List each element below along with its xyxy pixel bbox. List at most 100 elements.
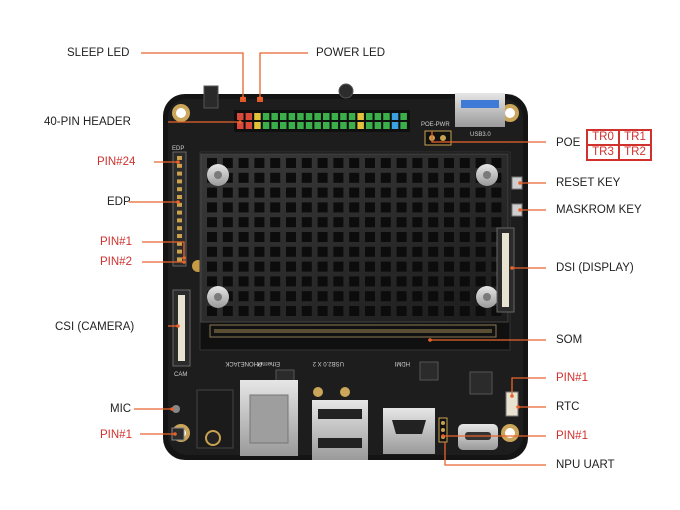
label-dsi: DSI (DISPLAY) xyxy=(556,262,634,274)
heatsink-fin-gap xyxy=(349,217,360,228)
heatsink-fin-gap xyxy=(254,172,265,183)
heatsink-fin-gap xyxy=(365,172,375,183)
heatsink-fin-gap xyxy=(270,246,281,257)
silk-usb2: USB2.0 X 2 xyxy=(312,360,344,366)
heatsink-fin-gap xyxy=(238,187,249,198)
heatsink-fin-gap xyxy=(428,172,439,183)
heatsink-fin-gap xyxy=(286,276,296,287)
heatsink-fin-gap xyxy=(317,232,328,242)
silk-hdmi: HDMI xyxy=(394,360,410,366)
heatsink-fin-gap xyxy=(238,246,249,257)
heatsink-fin-gap xyxy=(380,246,391,257)
heatsink-fin-gap xyxy=(222,187,233,198)
heatsink-fin-gap xyxy=(222,232,233,242)
heatsink-fin-gap xyxy=(349,202,360,213)
heatsink-fin-gap xyxy=(286,187,296,198)
heatsink-fin-gap xyxy=(270,202,281,213)
heatsink-fin-gap xyxy=(412,172,423,183)
gpio-pin xyxy=(383,113,390,120)
heatsink-fin-gap xyxy=(380,306,391,316)
heatsink-fin-gap xyxy=(428,232,439,242)
gpio-pin xyxy=(374,122,382,129)
edp-pin xyxy=(177,171,182,176)
gpio-pin xyxy=(280,122,287,129)
heatsink-fin-gap xyxy=(238,232,249,242)
npu-uart-pins xyxy=(438,417,448,443)
label-edp: EDP xyxy=(107,196,131,208)
ir-receiver xyxy=(338,83,354,99)
label-rtc: RTC xyxy=(556,401,580,413)
heatsink-fin-gap xyxy=(349,232,360,242)
heatsink-fin-gap xyxy=(286,246,296,257)
heatsink-fin-gap xyxy=(333,246,344,257)
heatsink xyxy=(200,153,509,323)
heatsink-fin-gap xyxy=(254,246,265,257)
gpio-pin xyxy=(245,122,253,129)
heatsink-fin-gap xyxy=(365,306,375,316)
gpio-pin xyxy=(288,122,296,129)
gpio-pin xyxy=(271,122,278,129)
heatsink-fin-gap xyxy=(396,276,407,287)
heatsink-fin-gap xyxy=(444,306,454,316)
heatsink-fin-gap xyxy=(301,291,312,302)
heatsink-fin-gap xyxy=(238,172,249,183)
heatsink-fin-gap xyxy=(396,202,407,213)
label-pin1-mic: PIN#1 xyxy=(100,429,132,441)
heatsink-fin-gap xyxy=(222,261,233,272)
heatsink-fin-gap xyxy=(475,232,486,242)
heatsink-fin-gap xyxy=(286,261,296,272)
heatsink-fin-gap xyxy=(207,187,217,198)
heatsink-fin-gap xyxy=(396,306,407,316)
heatsink-fin-gap xyxy=(365,246,375,257)
label-pin24: PIN#24 xyxy=(97,156,136,168)
gpio-pin xyxy=(280,113,287,120)
leader-sleep-led xyxy=(141,52,244,97)
heatsink-fin-gap xyxy=(459,261,470,272)
heatsink-fin-gap xyxy=(365,202,375,213)
heatsink-fin-gap xyxy=(238,276,249,287)
heatsink-fin-gap xyxy=(412,291,423,302)
silk-phonejack: PHONEJACK xyxy=(225,360,262,366)
heatsink-fin-gap xyxy=(459,187,470,198)
silk-usb3: USB3.0 xyxy=(470,132,491,138)
heatsink-fin-gap xyxy=(475,158,486,168)
heatsink-fin-gap xyxy=(301,306,312,316)
heatsink-fin-gap xyxy=(475,187,486,198)
heatsink-fin-gap xyxy=(444,202,454,213)
poe-pin-tr1: TR1 xyxy=(619,130,651,145)
heatsink-fin-gap xyxy=(459,306,470,316)
heatsink-fin-gap xyxy=(222,217,233,228)
heatsink-fin-gap xyxy=(270,276,281,287)
inductor xyxy=(313,387,323,397)
silk-edp: EDP xyxy=(172,146,184,152)
edp-pin xyxy=(177,241,182,246)
heatsink-fin-gap xyxy=(396,172,407,183)
heatsink-fin-gap xyxy=(238,217,249,228)
heatsink-fin-gap xyxy=(301,261,312,272)
label-som: SOM xyxy=(556,334,583,346)
heatsink-fin-gap xyxy=(491,232,502,242)
heatsink-fin-gap xyxy=(459,232,470,242)
heatsink-fin-gap xyxy=(238,261,249,272)
poe-pin-tr3: TR3 xyxy=(587,145,619,160)
heatsink-fin-gap xyxy=(444,246,454,257)
gpio-pin xyxy=(237,113,244,120)
heatsink-fin-gap xyxy=(254,187,265,198)
gpio-pin xyxy=(340,122,347,129)
leader-poe xyxy=(431,131,546,143)
poe-pin-tr2: TR2 xyxy=(619,145,651,160)
edp-pin xyxy=(177,202,182,207)
heatsink-fin-gap xyxy=(207,261,217,272)
dsi-connector xyxy=(496,227,515,313)
heatsink-fin-gap xyxy=(207,276,217,287)
heatsink-fin-gap xyxy=(254,158,265,168)
heatsink-fin-gap xyxy=(254,261,265,272)
heatsink-fin-gap xyxy=(380,276,391,287)
heatsink-fin-gap xyxy=(207,202,217,213)
heatsink-fin-gap xyxy=(286,172,296,183)
heatsink-fin-gap xyxy=(428,261,439,272)
gpio-pin xyxy=(288,113,296,120)
usb2-ports xyxy=(312,400,368,460)
heatsink-fin-gap xyxy=(270,187,281,198)
heatsink-fin-gap xyxy=(317,172,328,183)
